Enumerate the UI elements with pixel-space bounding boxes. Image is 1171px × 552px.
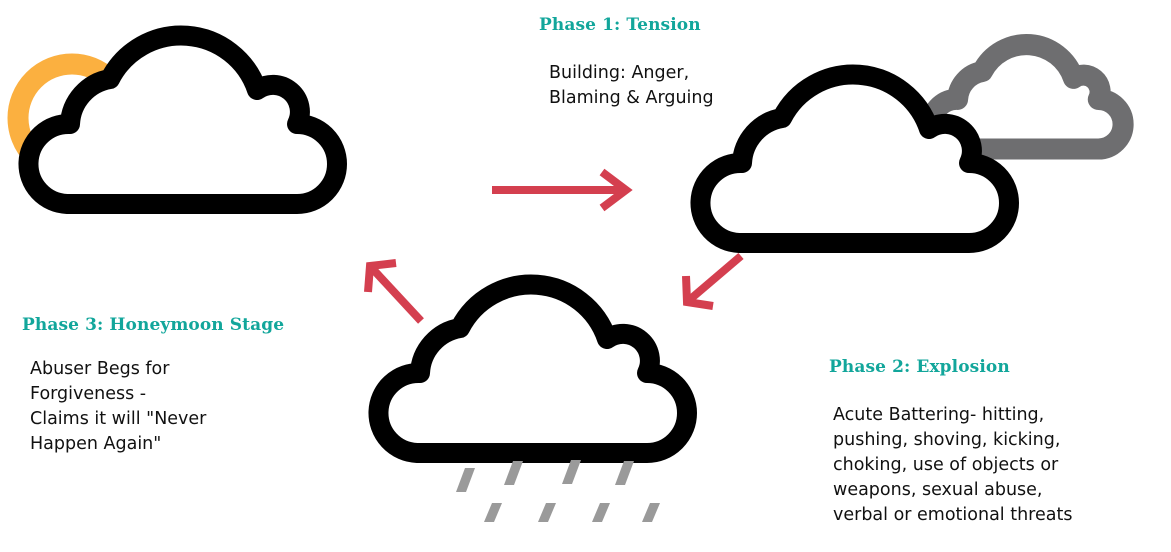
phase-3-line: Happen Again" bbox=[30, 434, 162, 454]
phase-2-line: weapons, sexual abuse, bbox=[833, 480, 1043, 500]
phase-2-description: Acute Battering- hitting, pushing, shovi… bbox=[833, 403, 1072, 528]
phase-2-line: verbal or emotional threats bbox=[833, 505, 1073, 525]
phase-2-line: choking, use of objects or bbox=[833, 455, 1059, 475]
phase-3-line: Forgiveness - bbox=[30, 384, 147, 404]
phase-2-title: Phase 2: Explosion bbox=[829, 357, 1010, 377]
arrow-icon-up-left bbox=[364, 259, 424, 324]
phase-3-description: Abuser Begs for Forgiveness - Claims it … bbox=[30, 357, 206, 457]
arrow-icon-right bbox=[492, 168, 633, 212]
phase-3-line: Abuser Begs for bbox=[30, 359, 170, 379]
phase-1-title: Phase 1: Tension bbox=[539, 15, 701, 35]
rain-icon bbox=[456, 460, 660, 522]
arrow-icon-down-left bbox=[682, 252, 744, 310]
phase-1-description: Building: Anger, Blaming & Arguing bbox=[549, 61, 714, 111]
phase-2-line: Acute Battering- hitting, bbox=[833, 405, 1045, 425]
rain-cloud-icon bbox=[378, 285, 687, 453]
phase-3-line: Claims it will "Never bbox=[30, 409, 207, 429]
phase-1-line: Blaming & Arguing bbox=[549, 88, 714, 108]
phase-1-line: Building: Anger, bbox=[549, 63, 690, 83]
phase-2-line: pushing, shoving, kicking, bbox=[833, 430, 1061, 450]
phase-3-title: Phase 3: Honeymoon Stage bbox=[22, 315, 285, 335]
